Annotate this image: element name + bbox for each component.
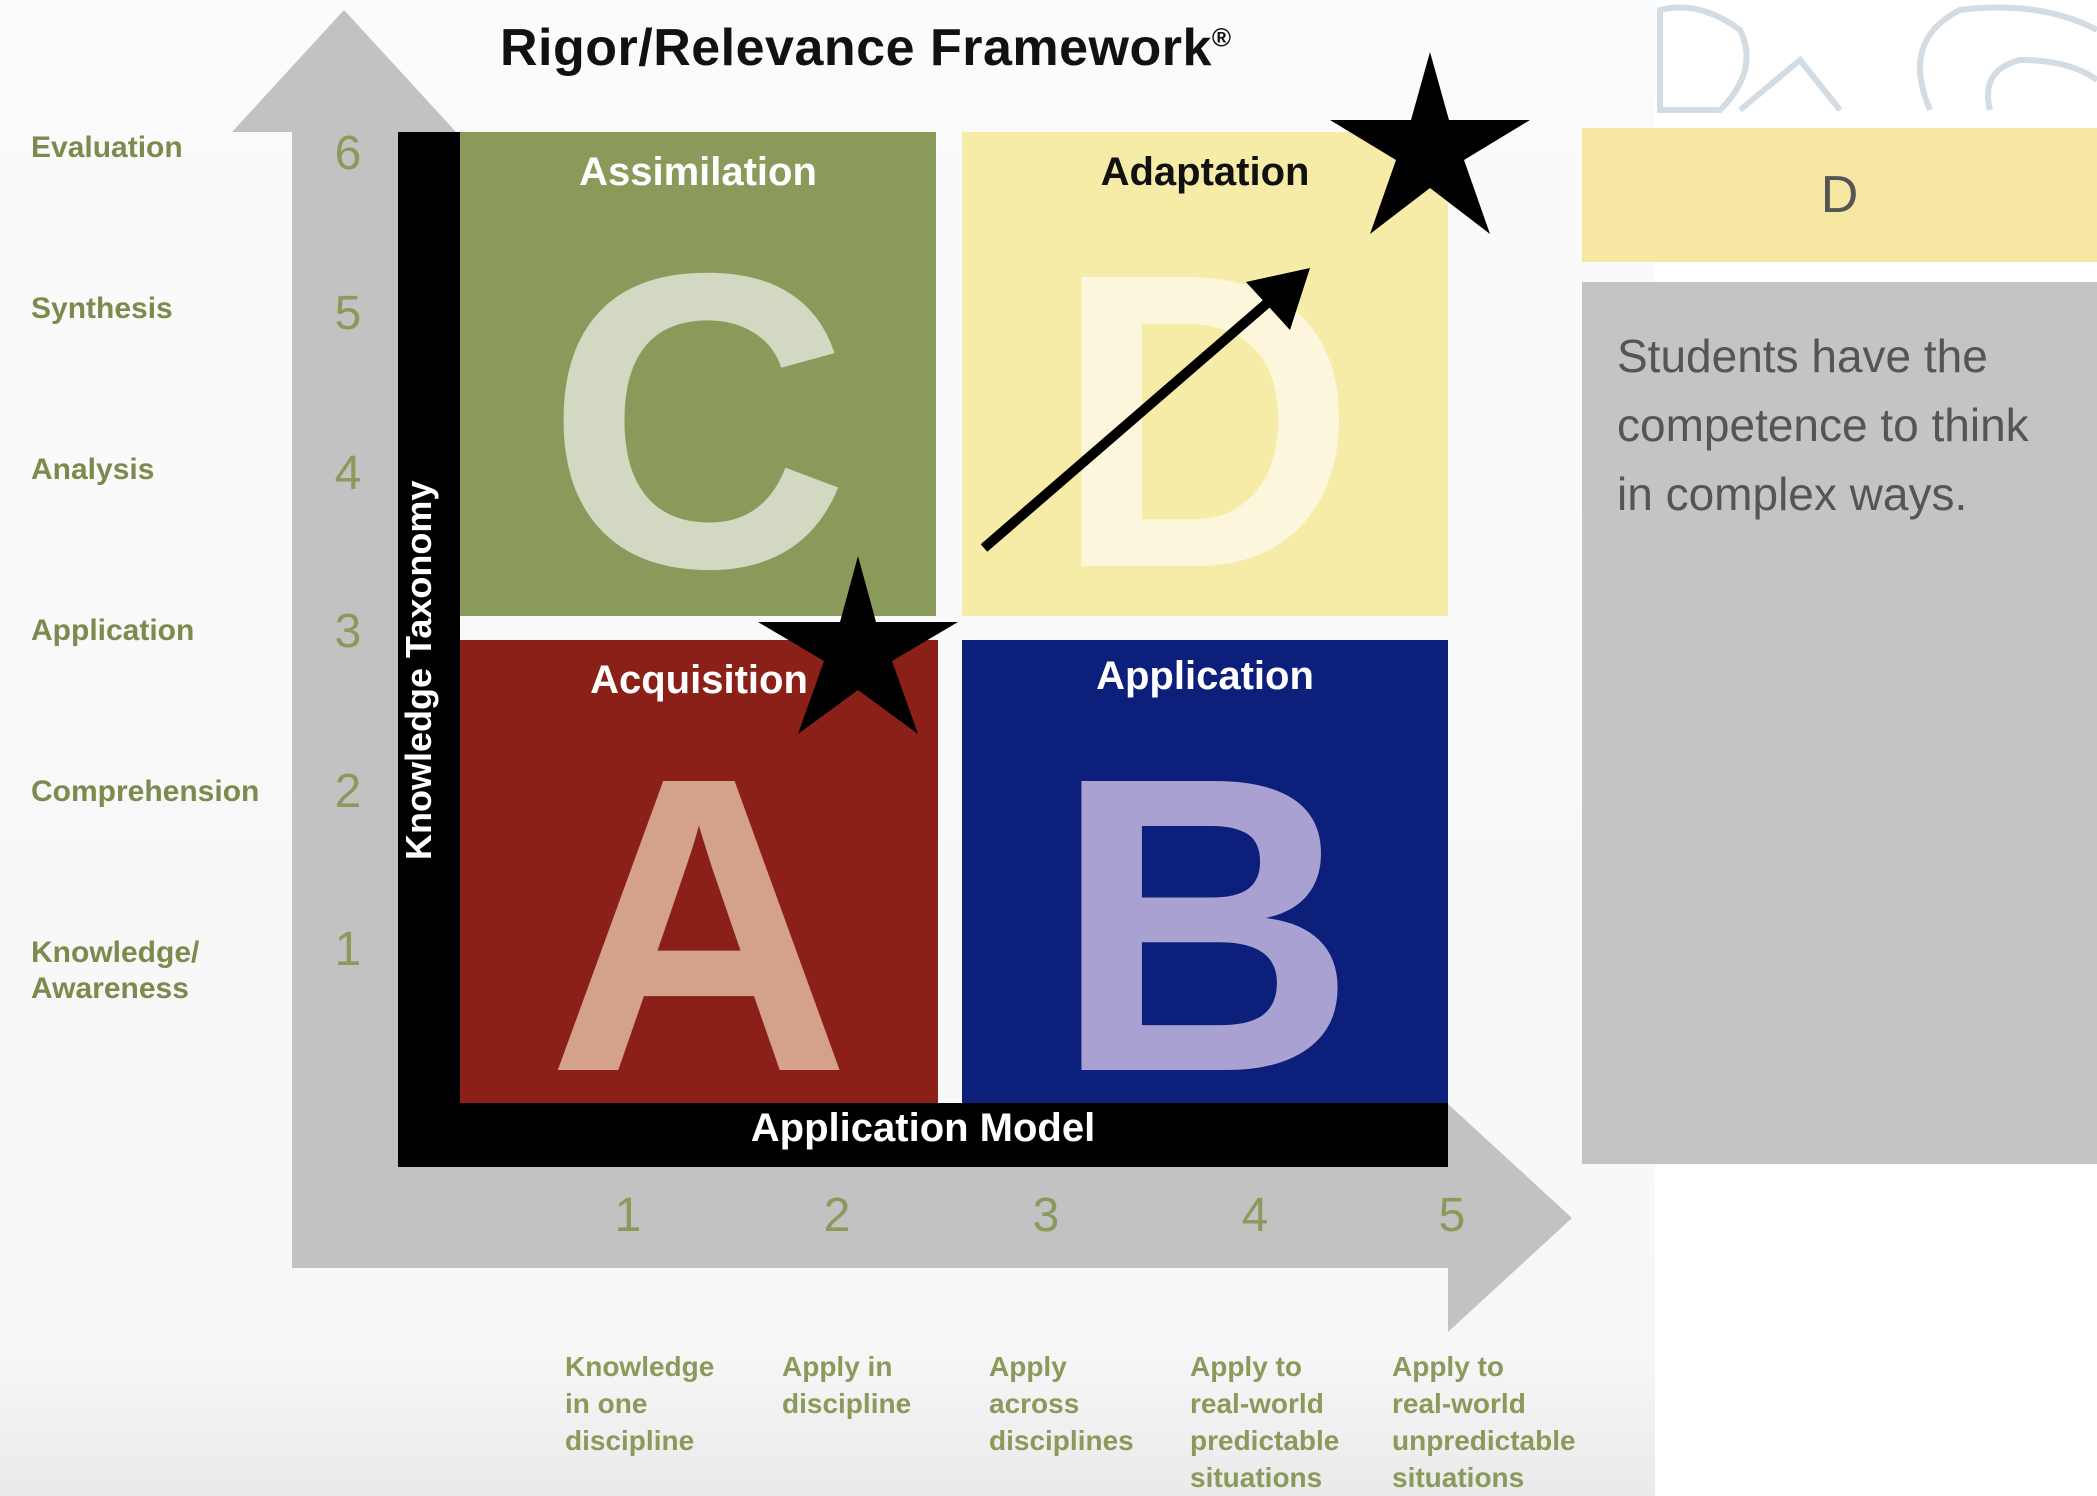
y-level-num-3: 3 xyxy=(334,605,362,658)
x-level-desc-4: Apply to real-world predictable situatio… xyxy=(1190,1351,1340,1493)
y-level-num-1: 1 xyxy=(334,923,362,976)
sketch-decoration xyxy=(1657,4,2097,113)
y-axis-bar xyxy=(398,132,460,1167)
y-level-num-2: 2 xyxy=(334,765,362,818)
y-level-name-4: Analysis xyxy=(31,453,155,486)
star-icon-goal xyxy=(1330,52,1530,234)
quadrant-a: Acquisition A xyxy=(460,640,938,1103)
y-axis-arrow xyxy=(232,10,456,1268)
star-icon-start xyxy=(758,556,958,734)
x-level-num-5: 5 xyxy=(1438,1189,1466,1242)
x-level-num-3: 3 xyxy=(1032,1189,1060,1242)
quadrant-a-title: Acquisition xyxy=(590,658,808,702)
x-level-desc-2: Apply in discipline xyxy=(782,1351,912,1419)
x-level-num-4: 4 xyxy=(1241,1189,1269,1242)
quadrant-b-letter: B xyxy=(1053,691,1357,1104)
quadrant-c-title: Assimilation xyxy=(579,150,817,194)
y-level-name-3: Application xyxy=(31,614,195,647)
y-level-num-5: 5 xyxy=(334,287,362,340)
quadrant-b-title: Application xyxy=(1096,654,1314,698)
registered-mark: ® xyxy=(1211,22,1232,53)
quadrant-b: Application B xyxy=(962,640,1448,1103)
quadrant-d-title: Adaptation xyxy=(1100,150,1310,194)
x-level-num-2: 2 xyxy=(823,1189,851,1242)
progress-arrow-head xyxy=(1246,268,1310,330)
x-level-desc-5: Apply to real-world unpredictable situat… xyxy=(1392,1351,1576,1493)
progress-arrow-line xyxy=(980,288,1284,552)
x-level-desc-1: Knowledge in one discipline xyxy=(565,1351,715,1456)
quadrant-c: Assimilation C xyxy=(460,132,936,616)
panel-body: Students have the competence to think in… xyxy=(1582,282,2097,1164)
y-level-num-4: 4 xyxy=(334,447,362,500)
x-level-desc-3: Apply across disciplines xyxy=(989,1351,1134,1456)
panel-heading: D xyxy=(1582,128,2097,262)
panel-text: Students have the competence to think in… xyxy=(1617,330,2029,520)
x-axis-bar xyxy=(398,1103,1448,1167)
y-level-name-6: Evaluation xyxy=(31,131,183,164)
title-text: Rigor/Relevance Framework xyxy=(500,19,1212,77)
x-axis-arrow xyxy=(292,1104,1572,1332)
framework-title: Rigor/Relevance Framework® xyxy=(500,18,1300,78)
quadrant-c-letter: C xyxy=(546,187,850,617)
x-level-num-1: 1 xyxy=(614,1189,642,1242)
x-axis-label: Application Model xyxy=(750,1106,1096,1150)
y-level-name-2: Comprehension xyxy=(31,775,260,808)
y-level-name-1: Knowledge/ Awareness xyxy=(31,936,200,1005)
y-level-num-6: 6 xyxy=(334,127,362,180)
y-level-name-5: Synthesis xyxy=(31,292,173,325)
quadrant-a-letter: A xyxy=(547,691,851,1104)
